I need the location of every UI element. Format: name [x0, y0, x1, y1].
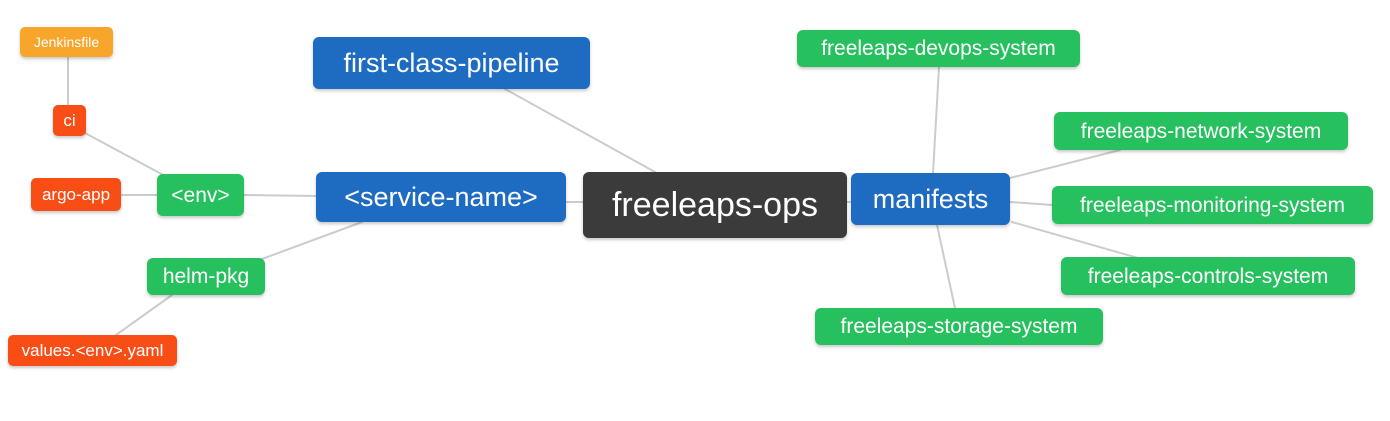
node-service-name[interactable]: <service-name> — [316, 172, 566, 222]
edge-ci--env — [84, 132, 168, 178]
edge-manifests--freeleaps-devops-system — [932, 66, 940, 174]
node-values-env-yaml[interactable]: values.<env>.yaml — [8, 335, 177, 366]
node-freeleaps-controls-system[interactable]: freeleaps-controls-system — [1061, 257, 1355, 295]
edge-helm-pkg--service-name — [261, 221, 363, 260]
edge-first-class-pipeline--freeleaps-ops — [504, 88, 656, 173]
edge-values-env-yaml--helm-pkg — [115, 294, 173, 336]
node-freeleaps-ops[interactable]: freeleaps-ops — [583, 172, 847, 238]
node-helm-pkg[interactable]: helm-pkg — [147, 258, 265, 295]
edge-manifests--freeleaps-network-system — [1009, 149, 1121, 179]
node-ci[interactable]: ci — [53, 105, 86, 136]
node-freeleaps-storage-system[interactable]: freeleaps-storage-system — [815, 308, 1103, 345]
edge-env--service-name — [243, 194, 317, 197]
node-freeleaps-network-system[interactable]: freeleaps-network-system — [1054, 112, 1348, 150]
node-argo-app[interactable]: argo-app — [31, 178, 121, 211]
node-env[interactable]: <env> — [157, 174, 244, 216]
node-jenkinsfile[interactable]: Jenkinsfile — [20, 27, 113, 57]
edge-manifests--freeleaps-controls-system — [1011, 221, 1139, 259]
node-freeleaps-monitoring-system[interactable]: freeleaps-monitoring-system — [1052, 186, 1373, 224]
node-manifests[interactable]: manifests — [851, 173, 1010, 225]
edge-manifests--freeleaps-storage-system — [936, 224, 956, 309]
node-first-class-pipeline[interactable]: first-class-pipeline — [313, 37, 590, 89]
edge-manifests--freeleaps-monitoring-system — [1009, 201, 1053, 206]
node-freeleaps-devops-system[interactable]: freeleaps-devops-system — [797, 30, 1080, 67]
